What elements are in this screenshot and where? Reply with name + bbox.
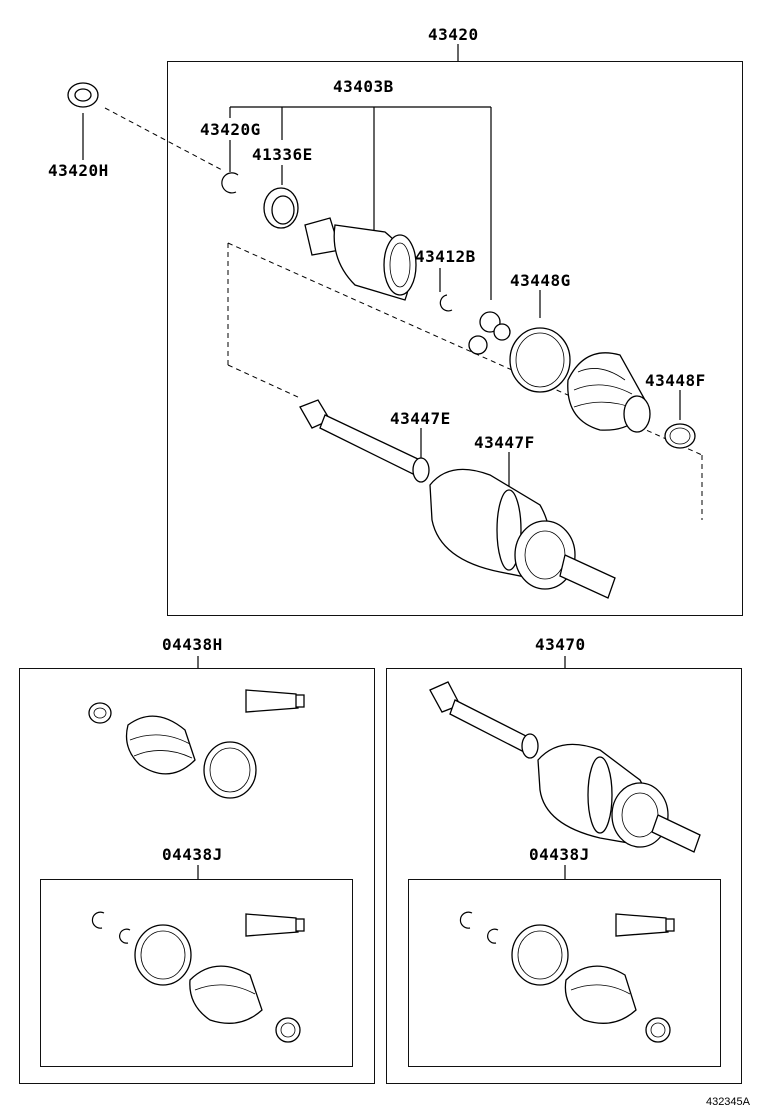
- label-41336E: 41336E: [252, 145, 313, 164]
- label-43420G: 43420G: [200, 120, 261, 139]
- figure-code: 432345A: [705, 1096, 750, 1108]
- kit-04438J-left-frame: [40, 879, 353, 1067]
- label-43448G: 43448G: [510, 271, 571, 290]
- label-04438H: 04438H: [162, 635, 223, 654]
- label-43403B: 43403B: [333, 77, 394, 96]
- label-43447E: 43447E: [390, 409, 451, 428]
- label-04438J-left: 04438J: [162, 845, 223, 864]
- label-43448F: 43448F: [645, 371, 706, 390]
- kit-04438H-frame: [19, 668, 375, 1084]
- label-43412B: 43412B: [415, 247, 476, 266]
- label-43470: 43470: [535, 635, 586, 654]
- kit-04438J-right-frame: [408, 879, 721, 1067]
- label-43420H: 43420H: [48, 161, 109, 180]
- label-43420: 43420: [428, 25, 479, 44]
- label-43447F: 43447F: [474, 433, 535, 452]
- assembly-43420-frame: [167, 61, 743, 616]
- assembly-43470-frame: [386, 668, 742, 1084]
- label-04438J-right: 04438J: [529, 845, 590, 864]
